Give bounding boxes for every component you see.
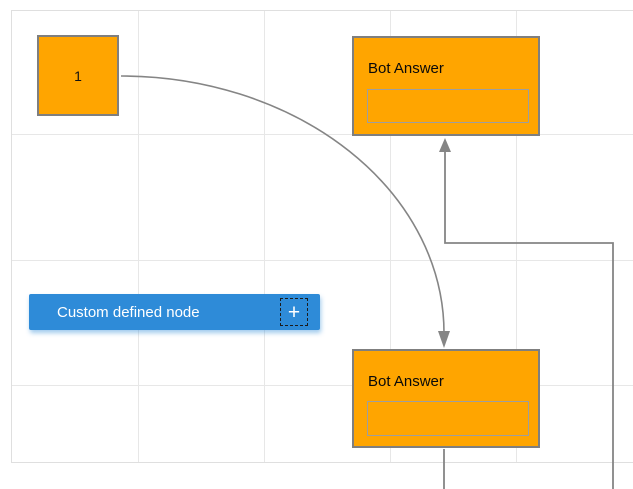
bot-answer-field[interactable] (367, 401, 529, 436)
start-node-label: 1 (74, 67, 82, 84)
custom-node-label: Custom defined node (57, 303, 200, 321)
bot-answer-field[interactable] (367, 89, 529, 123)
bot-answer-title: Bot Answer (368, 373, 444, 390)
bot-answer-title: Bot Answer (368, 60, 444, 77)
plus-icon: + (287, 300, 301, 324)
start-node[interactable]: 1 (37, 35, 119, 116)
grid-line (12, 385, 633, 386)
bot-answer-node-bottom[interactable]: Bot Answer (352, 349, 540, 448)
custom-defined-node[interactable]: Custom defined node + (29, 294, 320, 330)
grid-line (264, 11, 265, 462)
grid-line (138, 11, 139, 462)
grid-line (12, 260, 633, 261)
add-button[interactable]: + (280, 298, 308, 326)
bot-answer-node-top[interactable]: Bot Answer (352, 36, 540, 136)
